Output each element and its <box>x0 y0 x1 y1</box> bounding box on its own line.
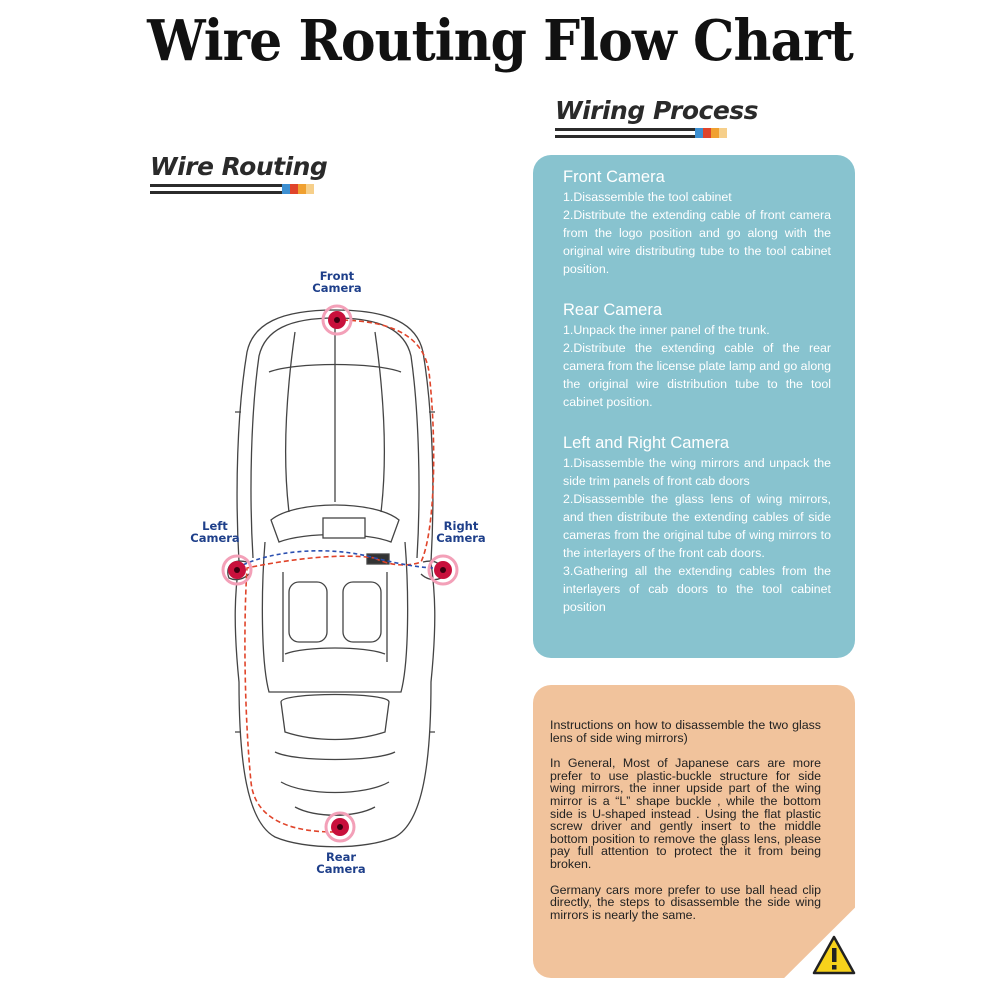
rear-camera-label: Rear Camera <box>316 850 366 876</box>
front-camera-label: Front Camera <box>312 269 362 295</box>
block-title: Rear Camera <box>563 301 663 319</box>
step-text: 1.Disassemble the wing mirrors and unpac… <box>563 456 831 488</box>
wire-routing-heading-text: Wire Routing <box>150 152 328 181</box>
left-camera-label: Left Camera <box>190 519 240 545</box>
step-text: 1.Unpack the inner panel of the trunk. <box>563 323 770 337</box>
block-title: Front Camera <box>563 168 665 186</box>
wire-routing-heading: Wire Routing <box>150 152 328 196</box>
front-camera-marker <box>321 304 353 336</box>
wiring-process-heading-text: Wiring Process <box>555 96 759 125</box>
block-title: Left and Right Camera <box>563 434 730 452</box>
instructions-panel: Instructions on how to disassemble the t… <box>533 685 855 978</box>
instructions-intro: Instructions on how to disassemble the t… <box>550 718 821 745</box>
car-outline-svg <box>221 304 459 848</box>
left-camera-marker <box>221 554 253 586</box>
side-camera-block: Left and Right Camera 1.Disassemble the … <box>563 433 831 616</box>
page-title: Wire Routing Flow Chart <box>147 8 854 74</box>
step-text: 1.Disassemble the tool cabinet <box>563 190 732 204</box>
rear-camera-marker <box>324 811 356 843</box>
heading-stripes <box>555 128 730 140</box>
right-camera-label: Right Camera <box>436 519 486 545</box>
right-camera-marker <box>427 554 459 586</box>
heading-stripes <box>150 184 328 196</box>
wiring-process-heading: Wiring Process <box>555 96 759 140</box>
step-text: 2.Disassemble the glass lens of wing mir… <box>563 492 831 560</box>
rear-camera-block: Rear Camera 1.Unpack the inner panel of … <box>563 300 831 411</box>
wiring-process-panel: Front Camera 1.Disassemble the tool cabi… <box>533 155 855 658</box>
step-text: 2.Distribute the extending cable of the … <box>563 341 831 409</box>
front-camera-block: Front Camera 1.Disassemble the tool cabi… <box>563 167 831 278</box>
car-wiring-diagram: Front Camera Rear Camera Left Camera Rig… <box>185 262 485 882</box>
instructions-germany-cars: Germany cars more prefer to use ball hea… <box>550 882 821 922</box>
step-text: 3.Gathering all the extending cables fro… <box>563 564 831 614</box>
warning-triangle-icon <box>812 935 856 975</box>
step-text: 2.Distribute the extending cable of fron… <box>563 208 831 276</box>
instructions-japanese-cars: In General, Most of Japanese cars are mo… <box>550 756 821 871</box>
